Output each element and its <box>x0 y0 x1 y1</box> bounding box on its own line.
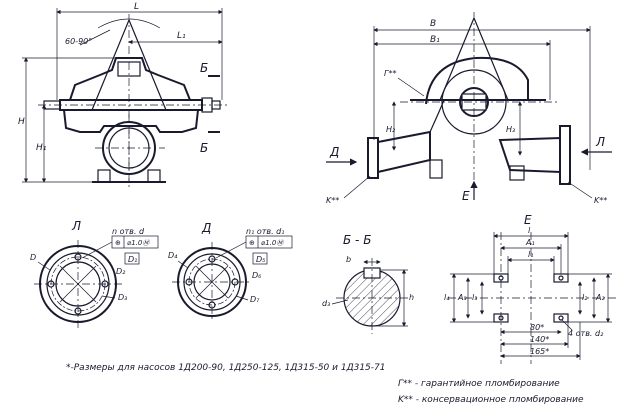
view-L-D1: D₁ <box>128 255 137 264</box>
dim-H2: H₂ <box>386 125 396 134</box>
view-D-D6: D₆ <box>252 271 262 280</box>
view-L-title: Л <box>71 219 81 233</box>
view-E-title: E <box>524 213 532 227</box>
view-E-l4: l₄ <box>444 293 450 302</box>
section-mark-bottom: Б <box>200 141 208 155</box>
label-G: Г** <box>384 69 396 78</box>
view-D: Д n₁ отв. d₁ ⊕ ⌀1.0Ⓜ D₄ D₅ D₆ D₇ <box>168 221 293 322</box>
view-D-D7: D₇ <box>250 295 260 304</box>
note-sizes: *-Размеры для насосов 1Д200-90, 1Д250-12… <box>66 363 386 373</box>
section-mark-top: Б <box>200 61 208 75</box>
side-view: B B₁ H₂ H₃ Г** K** <box>326 12 612 205</box>
view-E-A2: A₂ <box>595 293 605 302</box>
view-E-A3: A₃ <box>457 293 467 302</box>
view-D-tol: ⌀1.0Ⓜ <box>261 239 284 247</box>
view-E: E l A₁ l₁ l₄ A₃ l₃ l₂ <box>444 213 616 364</box>
section-BB-b: b <box>346 255 351 264</box>
dim-B1: B₁ <box>430 35 440 45</box>
view-L: Л n отв. d ⊕ ⌀1.0Ⓜ D D₁ D₂ D₃ <box>30 219 159 328</box>
angle-label: 60-90° <box>65 37 92 46</box>
svg-text:⊕: ⊕ <box>249 239 255 247</box>
arrow-E: E <box>462 189 470 203</box>
notes: *-Размеры для насосов 1Д200-90, 1Д250-12… <box>66 363 584 405</box>
view-D-D4: D₄ <box>168 251 178 260</box>
note-K: K** - консервационное пломбирование <box>398 395 584 405</box>
view-L-D: D <box>30 253 36 262</box>
section-BB: Б - Б b h d₃ <box>322 233 414 334</box>
section-BB-h: h <box>409 293 414 302</box>
view-L-D2: D₂ <box>116 267 126 276</box>
view-E-140: 140* <box>530 335 549 344</box>
view-E-165: 165* <box>530 347 549 356</box>
dim-H: H <box>18 117 25 127</box>
view-E-l1: l₁ <box>528 250 533 259</box>
dim-H3: H₃ <box>506 125 515 134</box>
view-E-80: 80* <box>530 323 544 332</box>
label-K-left: K** <box>326 196 339 205</box>
dim-H1: H₁ <box>36 143 47 153</box>
view-E-l: l <box>528 226 531 235</box>
label-K-right: K** <box>594 196 607 205</box>
section-BB-d3: d₃ <box>322 299 330 308</box>
view-D-D5: D₅ <box>256 255 265 264</box>
arrow-L: Л <box>595 135 605 149</box>
dim-L: L <box>134 2 139 12</box>
view-E-l3: l₃ <box>472 293 477 302</box>
note-G: Г** - гарантийное пломбирование <box>398 379 560 389</box>
dim-B: B <box>430 19 436 29</box>
arrow-D: Д <box>329 145 339 159</box>
front-view: L L₁ 60-90° H <box>18 2 230 190</box>
svg-text:⊕: ⊕ <box>115 239 121 247</box>
view-E-holes: 4 отв. d₂ <box>568 329 604 338</box>
view-E-l2: l₂ <box>582 293 588 302</box>
view-E-A1: A₁ <box>525 238 535 247</box>
view-L-tol: ⌀1.0Ⓜ <box>127 239 150 247</box>
view-L-D3: D₃ <box>118 293 127 302</box>
view-L-holes: n отв. d <box>112 227 145 236</box>
dim-L1: L₁ <box>177 31 186 41</box>
view-D-title: Д <box>201 221 211 235</box>
view-D-holes: n₁ отв. d₁ <box>246 227 284 236</box>
section-BB-title: Б - Б <box>343 233 371 247</box>
